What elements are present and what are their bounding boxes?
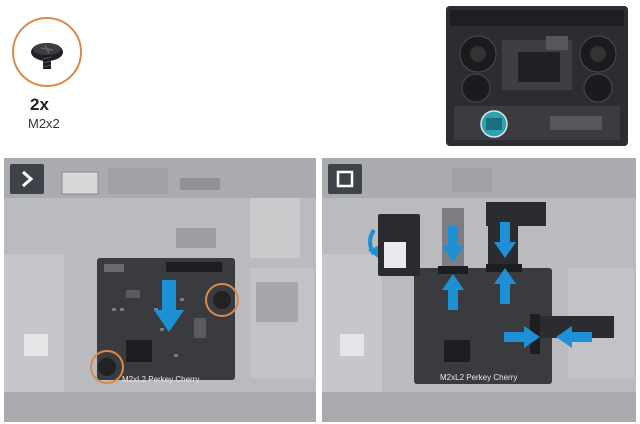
laptop-overview-image bbox=[446, 6, 628, 146]
screw-count: 2x bbox=[30, 95, 49, 114]
screw-size: M2x2 bbox=[28, 116, 60, 131]
step-panel-remove-screws: M2xL2 Perkey Cherry bbox=[4, 158, 316, 422]
step-panel-disconnect-cables: M2xL2 Perkey Cherry bbox=[322, 158, 636, 422]
board-silkscreen-label: M2xL2 Perkey Cherry bbox=[440, 373, 518, 382]
screw-icon bbox=[31, 43, 63, 69]
stop-square-icon bbox=[328, 164, 362, 194]
screw-callout-circle bbox=[12, 17, 82, 87]
chassis-illustration-right bbox=[322, 158, 636, 422]
board-silkscreen-label: M2xL2 Perkey Cherry bbox=[122, 375, 200, 384]
chevron-right-icon bbox=[10, 164, 44, 194]
chassis-illustration-left bbox=[4, 158, 316, 422]
